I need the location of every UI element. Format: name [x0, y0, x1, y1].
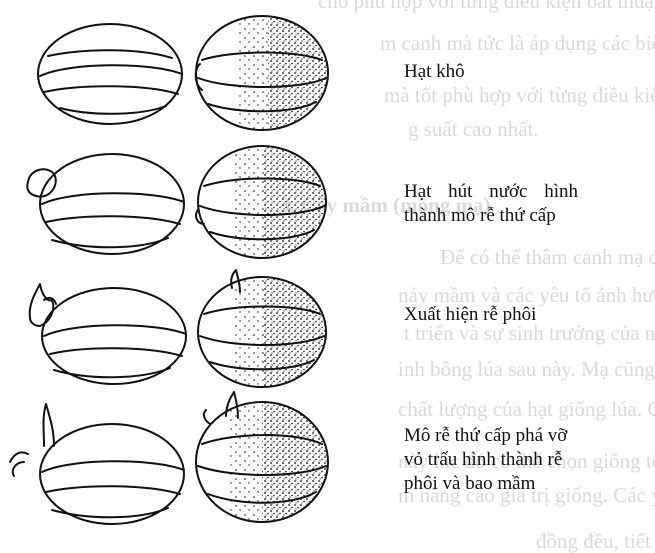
seed-dry-husk-view — [196, 10, 338, 140]
caption-imbibition-line2: thành mô rễ thứ cấp — [404, 204, 654, 228]
caption-radicle: Xuất hiện rễ phôi — [404, 303, 536, 327]
caption-coleoptile-line3: phôi và bao mầm — [404, 472, 655, 496]
caption-imbibition: Hạt hút nước hình thành mô rễ thứ cấp — [404, 180, 654, 228]
caption-coleoptile-line2: vỏ trấu hình thành rễ — [404, 448, 655, 472]
seed-radicle-husk-view — [198, 270, 334, 400]
seed-imbibed-side-view — [27, 154, 184, 254]
seed-coleoptile-side-view — [10, 404, 184, 524]
caption-dry-seed-text: Hạt khô — [404, 60, 465, 84]
caption-imbibition-line1: Hạt hút nước hình — [404, 180, 654, 204]
seed-radicle-side-view — [30, 284, 186, 384]
caption-coleoptile-line1: Mô rễ thứ cấp phá vỡ — [404, 424, 655, 448]
seed-coleoptile-husk-view — [196, 392, 334, 536]
caption-radicle-text: Xuất hiện rễ phôi — [404, 303, 536, 327]
caption-dry-seed: Hạt khô — [404, 60, 465, 84]
seed-dry-side-view — [38, 24, 182, 124]
caption-coleoptile: Mô rễ thứ cấp phá vỡ vỏ trấu hình thành … — [404, 424, 655, 496]
seed-imbibed-husk-view — [196, 140, 334, 270]
